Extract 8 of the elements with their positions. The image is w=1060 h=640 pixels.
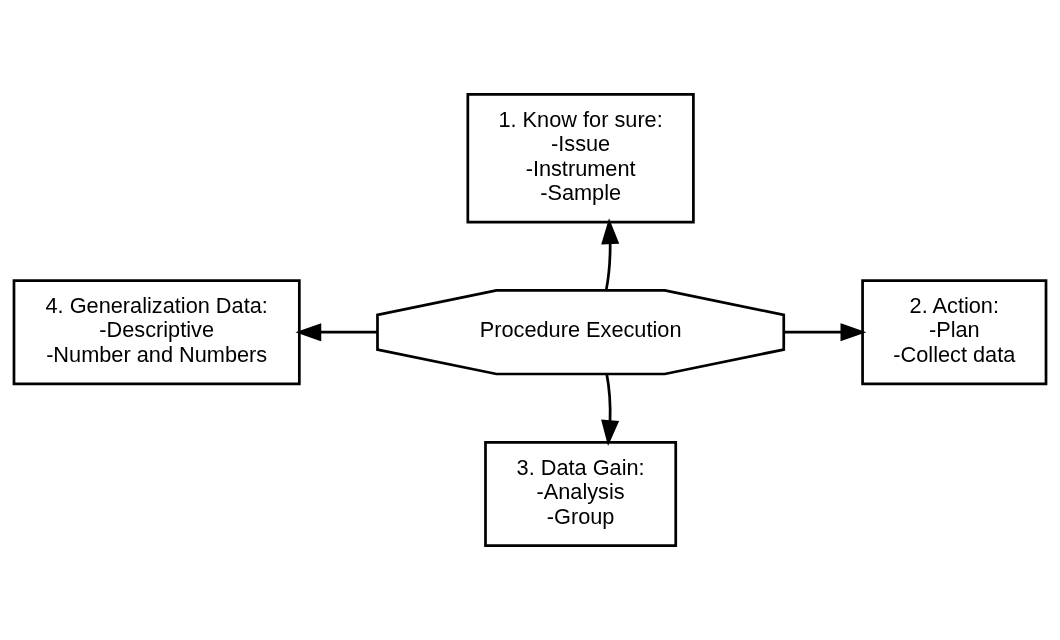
arrow (295, 323, 378, 342)
node-box: 2. Action: -Plan -Collect data (861, 279, 1048, 386)
arrow (601, 218, 620, 291)
arrow (601, 373, 620, 446)
node-box: 4. Generalization Data: -Descriptive -Number and Numbers (12, 279, 301, 386)
node-box: 1. Know for sure: -Issue -Instrument -Sample (466, 93, 695, 224)
arrow (783, 323, 867, 342)
node-box: 3. Data Gain: -Analysis -Group (484, 440, 678, 547)
